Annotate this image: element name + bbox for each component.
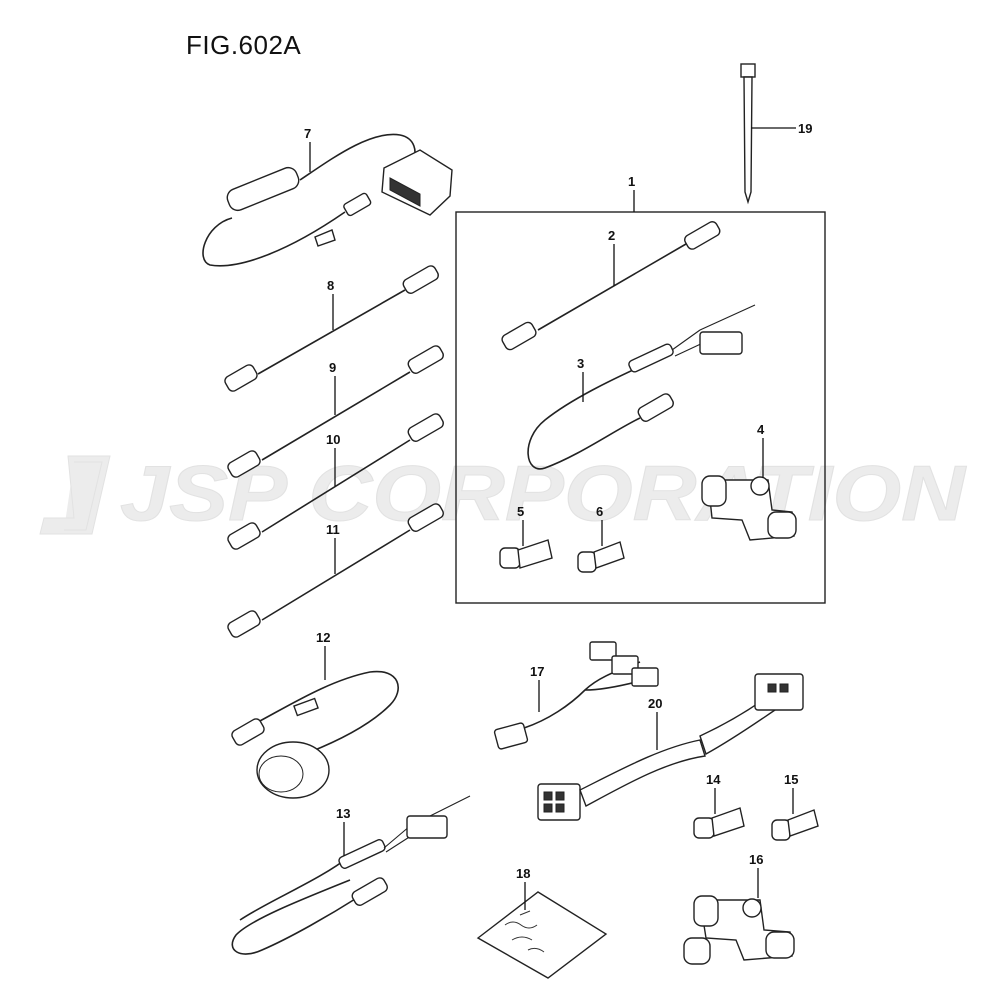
kit-box bbox=[455, 211, 826, 604]
cable-tie-icon bbox=[740, 63, 756, 205]
drop-cable-10-icon bbox=[227, 413, 444, 550]
callout-20[interactable]: 20 bbox=[648, 696, 662, 711]
y-harness-17-icon bbox=[493, 641, 659, 750]
callout-13[interactable]: 13 bbox=[336, 806, 350, 821]
callout-17[interactable]: 17 bbox=[530, 664, 544, 679]
callout-4[interactable]: 4 bbox=[757, 422, 765, 437]
callout-15[interactable]: 15 bbox=[784, 772, 798, 787]
figure-title: FIG.602A bbox=[186, 30, 302, 60]
callout-3[interactable]: 3 bbox=[577, 356, 584, 371]
terminator-5-icon bbox=[499, 539, 553, 569]
terminator-6-icon bbox=[577, 541, 625, 573]
puck-antenna-12-icon bbox=[231, 670, 399, 799]
callout-2[interactable]: 2 bbox=[608, 228, 615, 243]
callout-19[interactable]: 19 bbox=[798, 121, 812, 136]
callout-1[interactable]: 1 bbox=[628, 174, 635, 189]
callout-11[interactable]: 11 bbox=[326, 522, 340, 537]
callout-7[interactable]: 7 bbox=[304, 126, 311, 141]
t-connector-4-icon bbox=[701, 475, 797, 541]
callout-18[interactable]: 18 bbox=[516, 866, 530, 881]
power-cable-3-icon bbox=[527, 304, 756, 470]
bracket-cable-icon bbox=[202, 133, 453, 267]
watermark: JSP CORPORATION bbox=[39, 449, 967, 538]
callout-10[interactable]: 10 bbox=[326, 432, 340, 447]
callout-6[interactable]: 6 bbox=[596, 504, 603, 519]
t-connector-16-icon bbox=[683, 895, 795, 965]
drop-cable-2-icon bbox=[501, 221, 721, 351]
callout-14[interactable]: 14 bbox=[706, 772, 721, 787]
parts-bag-18-icon bbox=[476, 891, 608, 979]
callout-5[interactable]: 5 bbox=[517, 504, 524, 519]
power-cable-13-icon bbox=[231, 795, 471, 955]
callout-12[interactable]: 12 bbox=[316, 630, 330, 645]
terminator-15-icon bbox=[771, 809, 819, 841]
callout-16[interactable]: 16 bbox=[749, 852, 763, 867]
callout-8[interactable]: 8 bbox=[327, 278, 334, 293]
watermark-text: JSP CORPORATION bbox=[120, 449, 967, 537]
terminator-14-icon bbox=[693, 807, 745, 839]
drop-cable-8-icon bbox=[224, 265, 439, 392]
drop-cable-9-icon bbox=[227, 345, 444, 478]
watermark-logo-icon bbox=[39, 455, 111, 535]
extension-harness-20-icon bbox=[537, 673, 804, 821]
callout-9[interactable]: 9 bbox=[329, 360, 336, 375]
drop-cable-11-icon bbox=[227, 503, 444, 638]
